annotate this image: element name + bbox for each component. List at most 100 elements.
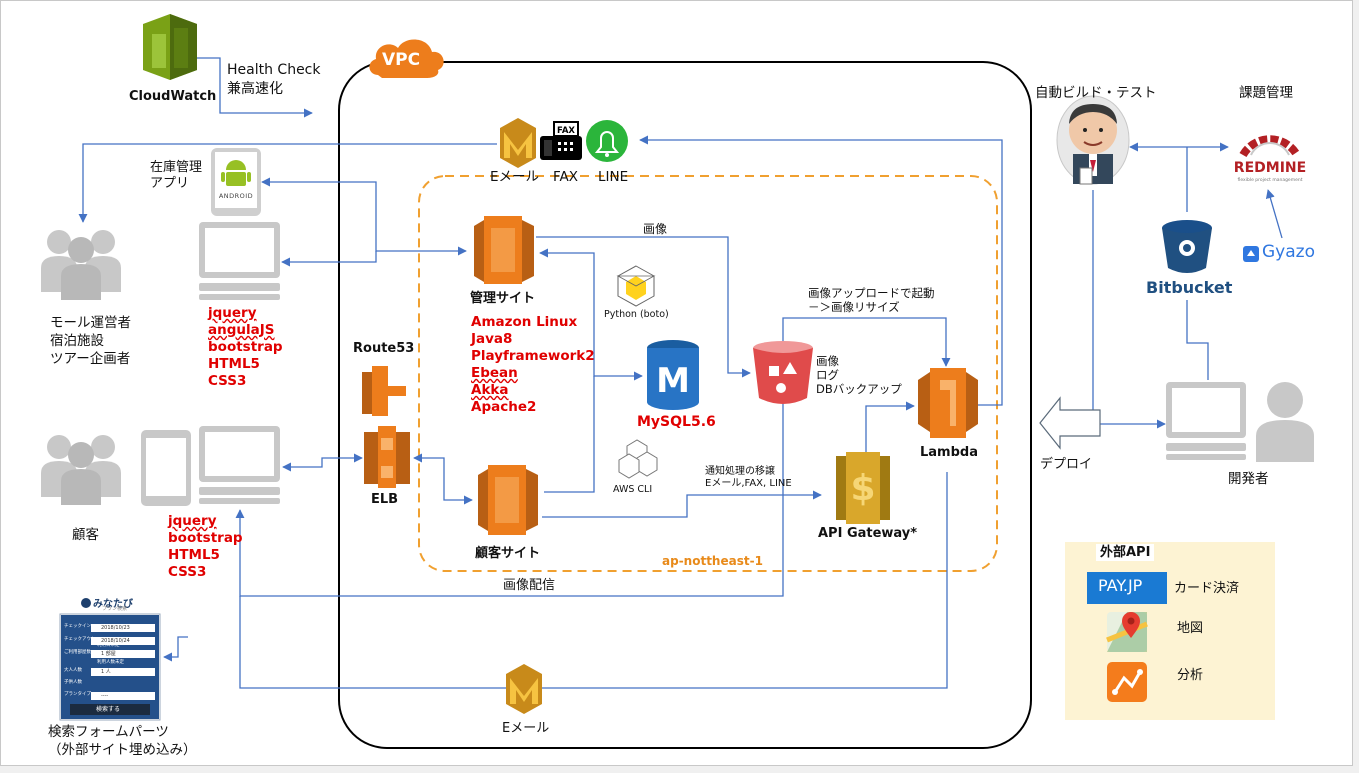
search-submit-button[interactable]: 検索する <box>96 706 121 713</box>
lambda-icon <box>918 368 978 438</box>
line-notify-icon <box>586 120 628 162</box>
elb-label: ELB <box>371 492 399 507</box>
android-app-caption: 在庫管理 アプリ <box>150 160 203 191</box>
payjp-logo-bg <box>1087 572 1167 604</box>
elb-icon <box>364 426 410 488</box>
customer-stack-item: jquery <box>168 513 217 529</box>
mysql-label: MySQL5.6 <box>637 414 716 430</box>
admin-stack-item: Java8 <box>471 331 513 347</box>
python-boto-label: Python (boto) <box>604 309 669 320</box>
vpc-cloud-icon <box>369 39 444 78</box>
python-boto-cube-icon <box>616 265 656 307</box>
mall-stack-item: HTML5 <box>208 356 260 372</box>
bitbucket-icon <box>1162 220 1212 273</box>
bottom-email-label: Eメール <box>502 721 550 736</box>
health-check-note: Health Check 兼高速化 <box>227 62 321 97</box>
mall-stack-list: jquery angulaJS bootstrap HTML5 CSS3 <box>208 305 283 390</box>
customer-label: 顧客 <box>72 527 99 543</box>
admin-stack-list: Amazon Linux Java8 Playframework2 Ebean … <box>471 314 595 416</box>
mall-stack-item: CSS3 <box>208 373 247 389</box>
customer-users-icon <box>41 435 121 505</box>
search-form-caption: 検索フォームパーツ （外部サイト埋め込み） <box>48 724 197 758</box>
payjp-logo-text: PAY.JP <box>1098 576 1143 595</box>
api-gateway-label: API Gateway* <box>818 526 918 541</box>
external-api-item-label: 分析 <box>1177 668 1204 683</box>
mysql-rds-icon: M <box>647 340 699 410</box>
redmine-caption: 課題管理 <box>1239 85 1293 101</box>
s3-bucket-icon <box>753 341 813 404</box>
customer-stack-item: HTML5 <box>168 547 220 563</box>
gyazo-label: Gyazo <box>1262 242 1315 262</box>
gyazo-icon <box>1243 246 1259 262</box>
route53-label: Route53 <box>353 341 415 356</box>
customer-stack-item: bootstrap <box>168 530 243 546</box>
search-field-label: ご利用部屋数 <box>64 650 91 655</box>
frame-shadow-bottom <box>0 766 1359 773</box>
search-field-label: 子供人数 <box>64 680 82 685</box>
edge-image-delivery-label: 画像配信 <box>503 578 556 593</box>
ec2-admin-site-icon <box>474 216 534 284</box>
ses-email-icon <box>500 118 536 168</box>
desktop-pc-icon-mall <box>199 222 280 300</box>
vpc-boundary <box>338 61 1032 749</box>
android-brand-text: ANDROID <box>219 192 253 200</box>
jenkins-label: 自動ビルド・テスト <box>1035 85 1157 101</box>
admin-site-label: 管理サイト <box>470 291 536 306</box>
google-maps-icon <box>1106 612 1148 652</box>
s3-contents-label: 画像 ログ DBバックアップ <box>816 354 902 396</box>
developer-pc-icon <box>1166 382 1246 460</box>
admin-stack-item: Apache2 <box>471 399 537 415</box>
notify-line-label: LINE <box>598 169 629 185</box>
lambda-label: Lambda <box>920 445 978 460</box>
desktop-pc-icon-customer <box>199 426 280 504</box>
search-field-label: チェックイン <box>64 624 91 629</box>
search-undecided-people-checkbox[interactable]: 利用人数未定 <box>97 660 124 665</box>
admin-stack-item: Akka <box>471 382 509 398</box>
redmine-logo-icon: REDMINE flexible project management <box>1234 135 1306 183</box>
google-analytics-icon <box>1107 662 1147 702</box>
search-undecided-checkbox[interactable]: 利用日未定 <box>97 643 120 648</box>
tablet-icon <box>141 430 191 506</box>
developer-label: 開発者 <box>1228 471 1269 487</box>
search-field-value[interactable]: ---- <box>101 693 109 699</box>
customer-stack-item: CSS3 <box>168 564 207 580</box>
search-field-value[interactable]: 2018/10/24 <box>101 638 130 644</box>
redmine-logo-text: REDMINE <box>1234 160 1306 176</box>
customer-stack-list: jquery bootstrap HTML5 CSS3 <box>168 513 243 581</box>
cloudwatch-label: CloudWatch <box>129 89 217 104</box>
notify-email-label: Eメール <box>490 169 540 185</box>
search-field-value[interactable]: 1 部屋 <box>101 651 116 657</box>
edge-image-label: 画像 <box>643 222 668 236</box>
route53-icon <box>362 366 406 416</box>
bitbucket-label: Bitbucket <box>1146 278 1233 297</box>
fax-icon: FAX <box>540 121 582 160</box>
aws-cli-label: AWS CLI <box>613 484 653 495</box>
search-field-value[interactable]: 1 人 <box>101 669 111 675</box>
notify-fax-label: FAX <box>553 169 579 185</box>
mall-stack-item: angulaJS <box>208 322 275 338</box>
developer-person-icon <box>1256 382 1314 462</box>
admin-stack-item: Amazon Linux <box>471 314 578 330</box>
frame-shadow-right <box>1353 0 1359 773</box>
admin-stack-item: Ebean <box>471 365 518 381</box>
search-field-label: チェックアウト <box>64 637 96 642</box>
region-boundary <box>418 175 998 572</box>
ec2-customer-site-icon <box>478 465 538 535</box>
mall-users-icon <box>41 230 121 300</box>
admin-stack-item: Playframework2 <box>471 348 595 364</box>
external-api-item-label: 地図 <box>1177 621 1204 636</box>
search-field-label: プランタイプ <box>64 692 91 697</box>
bottom-email-icon <box>506 664 542 714</box>
external-api-title: 外部API <box>1096 544 1155 561</box>
search-field-value[interactable]: 2018/10/23 <box>101 625 130 631</box>
svg-text:$: $ <box>850 468 875 509</box>
customer-site-label: 顧客サイト <box>475 546 541 561</box>
vpc-label: VPC <box>382 50 421 70</box>
edge-deploy-label: デプロイ <box>1040 457 1093 472</box>
redmine-tagline: flexible project management <box>1238 177 1303 183</box>
external-api-panel <box>1065 542 1275 720</box>
search-field-label: 大人人数 <box>64 668 82 673</box>
region-label: ap-nottheast-1 <box>662 554 763 568</box>
cloudwatch-icon <box>143 14 197 80</box>
